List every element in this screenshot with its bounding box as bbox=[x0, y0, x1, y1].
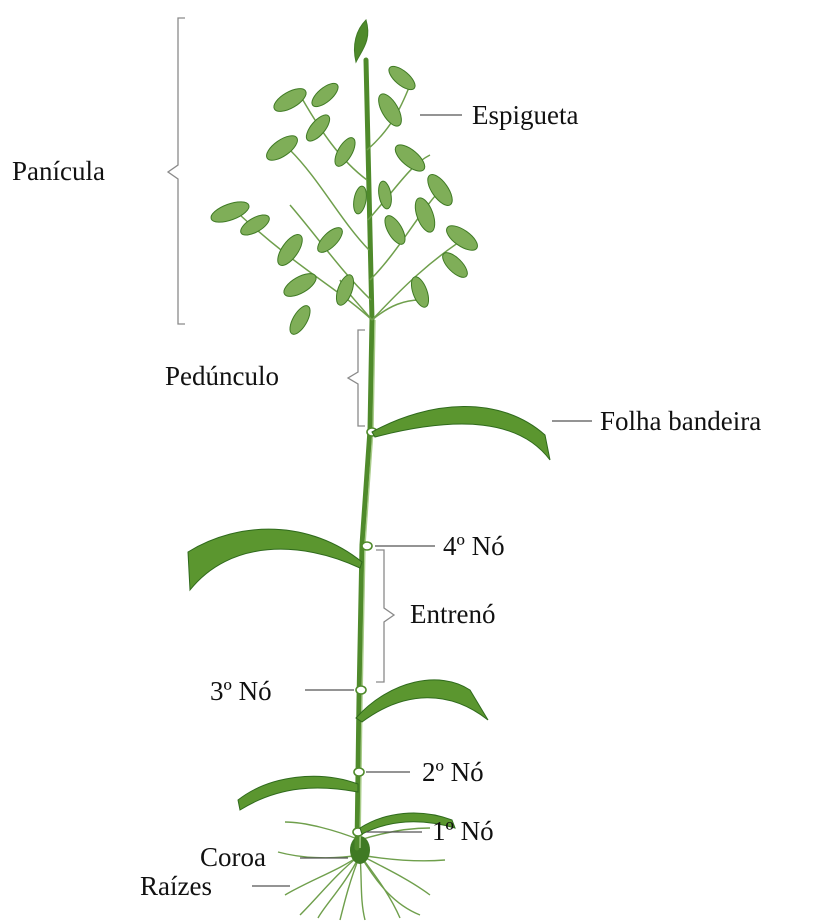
label-peduncle: Pedúnculo bbox=[165, 361, 279, 391]
label-folha-bandeira: Folha bandeira bbox=[600, 406, 761, 436]
peduncle-bracket bbox=[348, 330, 365, 426]
leaf-3 bbox=[356, 680, 488, 722]
label-no2: 2º Nó bbox=[422, 757, 484, 787]
label-panicula: Panícula bbox=[12, 156, 105, 186]
label-entreno: Entrenó bbox=[410, 599, 495, 629]
spikelets bbox=[208, 20, 481, 337]
label-raizes: Raízes bbox=[140, 871, 212, 901]
flag-leaf bbox=[372, 406, 550, 460]
label-no4: 4º Nó bbox=[443, 531, 505, 561]
leaf-2 bbox=[238, 776, 358, 810]
label-espigueta: Espigueta bbox=[472, 100, 578, 130]
node-3 bbox=[356, 686, 366, 694]
leaf-4 bbox=[188, 529, 362, 590]
label-no1: 1º Nó bbox=[432, 816, 494, 846]
node-2 bbox=[354, 768, 364, 776]
internode-bracket bbox=[376, 550, 394, 682]
label-coroa: Coroa bbox=[200, 842, 266, 872]
label-no3: 3º Nó bbox=[210, 676, 272, 706]
node-4 bbox=[362, 542, 372, 550]
oat-plant bbox=[188, 20, 550, 920]
panicle-bracket bbox=[168, 18, 185, 324]
